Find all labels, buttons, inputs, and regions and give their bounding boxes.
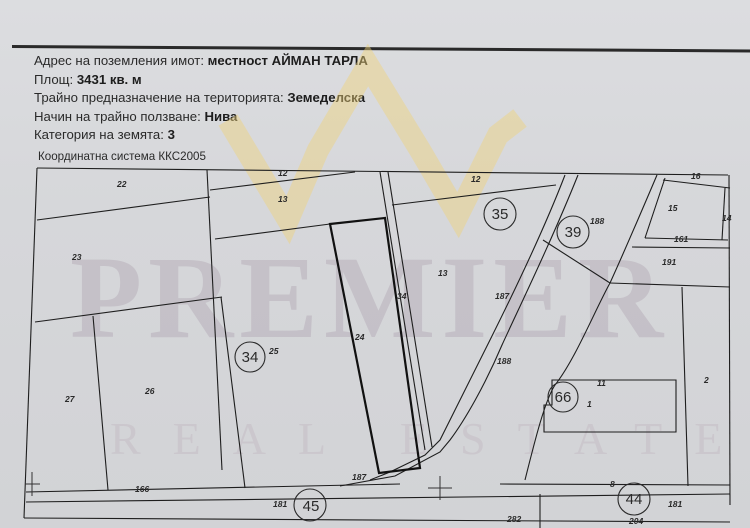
parcel-13a: 13 — [278, 194, 288, 204]
subject-parcel-24 — [328, 216, 422, 475]
parcel-191: 191 — [662, 257, 676, 267]
parcel-2: 2 — [703, 375, 709, 385]
parcel-188a: 188 — [590, 216, 604, 226]
parcel-24: 24 — [354, 332, 365, 342]
parcel-15: 15 — [668, 203, 678, 213]
parcel-1: 1 — [587, 399, 592, 409]
usage-value: Нива — [204, 108, 238, 124]
block-circle-39 — [556, 215, 590, 249]
parcel-204: 204 — [628, 516, 643, 526]
parcel-25: 25 — [268, 346, 279, 356]
crown-watermark-icon — [218, 43, 527, 245]
parcel-labels: 22 12 13 23 12 13 34 24 25 26 27 187 188… — [64, 168, 732, 526]
block-circle-66 — [547, 381, 579, 413]
property-info: Адрес на поземления имот: местност АЙМАН… — [34, 52, 368, 145]
parcel-34-road: 34 — [397, 291, 407, 301]
parcel-14: 14 — [722, 213, 732, 223]
block-44: 44 — [626, 491, 643, 508]
coordinate-system-label: Координатна система ККС2005 — [38, 150, 206, 163]
parcel-282: 282 — [506, 514, 521, 524]
info-usage: Начин на трайно ползване: Нива — [34, 108, 238, 124]
block-circle-45 — [293, 488, 327, 522]
parcel-166: 166 — [135, 484, 149, 494]
info-area: Площ: 3431 кв. м — [34, 71, 142, 87]
parcel-26: 26 — [144, 386, 155, 396]
parcel-16: 16 — [691, 171, 701, 181]
parcel-boundaries — [23, 167, 731, 528]
category-value: 3 — [167, 127, 175, 143]
block-numbers: 35 39 34 66 45 44 — [242, 206, 643, 515]
info-purpose: Трайно предназначение на територията: Зе… — [34, 90, 366, 106]
block-39: 39 — [565, 224, 582, 241]
parcel-188b: 188 — [497, 356, 511, 366]
block-35: 35 — [492, 206, 509, 223]
block-45: 45 — [303, 498, 320, 515]
parcel-12a: 12 — [278, 168, 288, 178]
info-category: Категория на земята: 3 — [34, 127, 175, 143]
parcel-12b: 12 — [471, 174, 481, 184]
area-value: 3431 кв. м — [76, 71, 142, 87]
block-circle-44 — [617, 482, 651, 516]
parcel-22: 22 — [116, 179, 127, 189]
parcel-187b: 187 — [352, 472, 367, 482]
block-circle-34 — [234, 341, 266, 373]
parcel-181a: 181 — [273, 499, 287, 509]
parcel-11: 11 — [597, 378, 606, 388]
parcel-27: 27 — [64, 394, 76, 404]
block-66: 66 — [555, 389, 572, 406]
parcel-13b: 13 — [438, 268, 448, 278]
parcel-8: 8 — [610, 479, 615, 489]
parcel-181b: 181 — [668, 499, 682, 509]
block-circles — [234, 197, 651, 522]
parcel-23: 23 — [71, 252, 82, 262]
survey-markers — [25, 472, 452, 500]
parcel-187: 187 — [495, 291, 510, 301]
block-34: 34 — [242, 349, 259, 366]
address-value: местност АЙМАН ТАРЛА — [207, 53, 368, 68]
info-address: Адрес на поземления имот: местност АЙМАН… — [34, 53, 368, 68]
parcel-161: 161 — [674, 234, 688, 244]
purpose-value: Земеделска — [287, 90, 366, 106]
block-circle-35 — [483, 197, 517, 231]
